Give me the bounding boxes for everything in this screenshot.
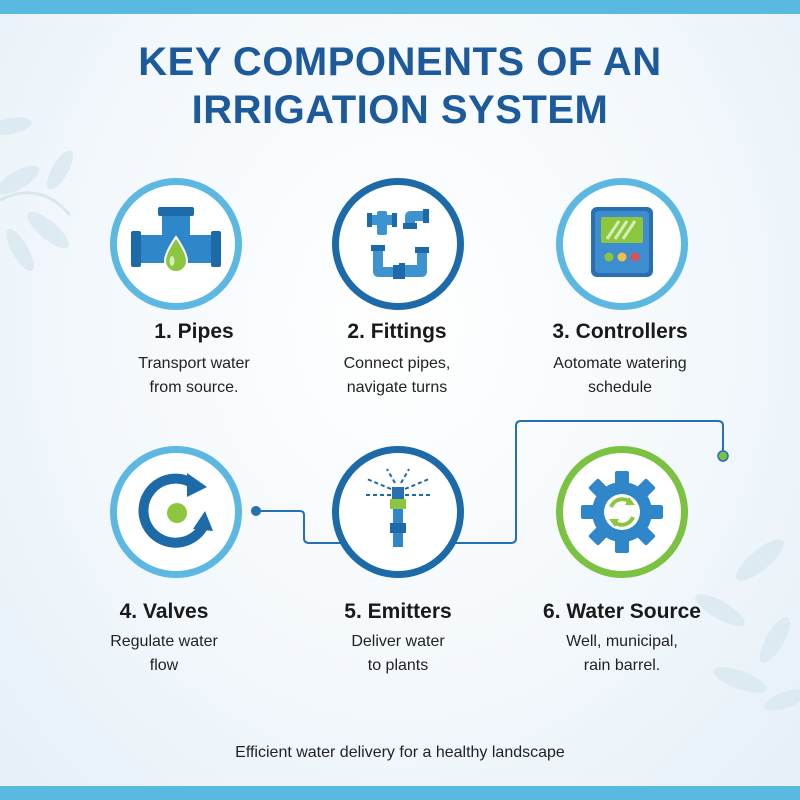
emitters-circle bbox=[332, 446, 464, 578]
fittings-title: 2. Fittings bbox=[347, 320, 447, 343]
valves-circle bbox=[110, 446, 242, 578]
water-source-desc-line-2: rain barrel. bbox=[583, 657, 661, 674]
fittings-desc-line-2: navigate turns bbox=[346, 379, 448, 396]
pipes-desc-line-1: Transport water bbox=[138, 355, 250, 372]
bottom-accent-bar bbox=[0, 786, 800, 800]
fittings-description: Connect pipes, navigate turns bbox=[287, 352, 507, 400]
emitters-title: 5. Emitters bbox=[344, 600, 452, 623]
emitters-desc-line-1: Deliver water bbox=[351, 633, 445, 650]
controllers-title: 3. Controllers bbox=[552, 320, 688, 343]
pipes-description: Transport water from source. bbox=[84, 352, 304, 400]
pipes-circle bbox=[110, 178, 242, 310]
pipe-tee-icon bbox=[131, 207, 221, 273]
water-source-desc-line-1: Well, municipal, bbox=[566, 633, 678, 650]
controllers-circle bbox=[556, 178, 688, 310]
title-line-2: IRRIGATION SYSTEM bbox=[191, 88, 609, 132]
emitters-description: Deliver water to plants bbox=[288, 630, 508, 678]
fittings-icon bbox=[367, 209, 429, 279]
water-source-title: 6. Water Source bbox=[543, 600, 701, 623]
fittings-circle bbox=[332, 178, 464, 310]
emitters-desc-line-2: to plants bbox=[367, 657, 429, 674]
controller-icon bbox=[591, 207, 653, 277]
pipes-desc-line-2: from source. bbox=[149, 379, 239, 396]
valves-description: Regulate water flow bbox=[54, 630, 274, 678]
pipes-title: 1. Pipes bbox=[154, 320, 234, 343]
controllers-desc-line-2: schedule bbox=[587, 379, 653, 396]
valve-icon bbox=[138, 473, 213, 548]
valves-desc-line-2: flow bbox=[149, 657, 179, 674]
valves-title: 4. Valves bbox=[119, 600, 209, 623]
controllers-description: Aotomate watering schedule bbox=[510, 352, 730, 400]
top-accent-bar bbox=[0, 0, 800, 14]
water-source-circle bbox=[556, 446, 688, 578]
valves-desc-line-1: Regulate water bbox=[110, 633, 218, 650]
controllers-desc-line-1: Aotomate watering bbox=[553, 355, 687, 372]
water-source-description: Well, municipal, rain barrel. bbox=[512, 630, 732, 678]
title-line-1: KEY COMPONENTS OF AN bbox=[138, 40, 662, 84]
fittings-desc-line-1: Connect pipes, bbox=[343, 355, 451, 372]
page-title: KEY COMPONENTS OF AN IRRIGATION SYSTEM bbox=[0, 38, 800, 134]
gear-icon bbox=[581, 471, 663, 553]
sprinkler-icon bbox=[363, 468, 433, 547]
footer-tagline: Efficient water delivery for a healthy l… bbox=[235, 744, 565, 761]
